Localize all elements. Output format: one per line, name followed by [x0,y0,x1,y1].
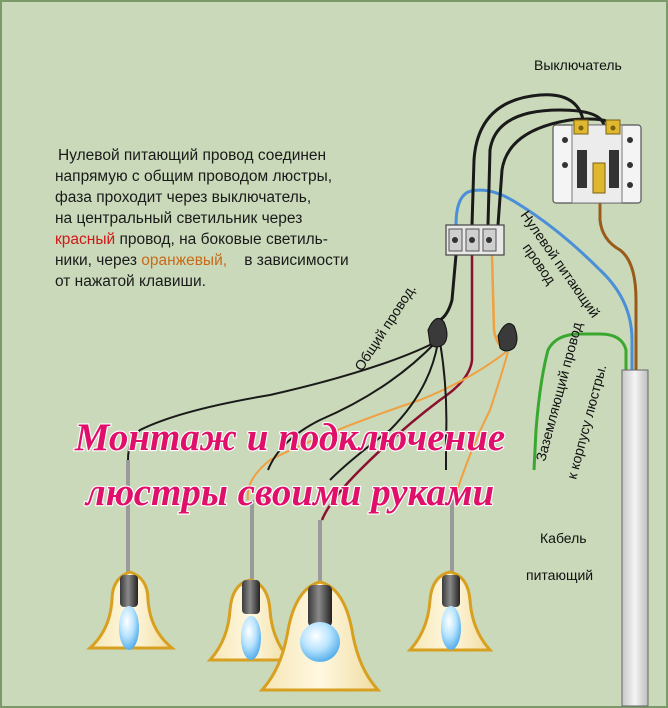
neutral-label: Нулевой питающий провод [518,208,604,321]
description-line-5-rest: провод, на боковые светиль- [115,231,328,248]
description-line-4: на центральный светильник через [55,210,302,227]
green-ground-wire [532,332,628,471]
description-line-1: Нулевой питающий провод соединен [58,147,326,164]
blue-neutral-wire [454,188,634,372]
common-wire-1 [127,341,437,461]
description-line-3: фаза проходит через выключатель, [55,189,311,206]
description-line-7: от нажатой клавиши. [55,273,206,290]
title-line-1: Монтаж и подключение [74,416,505,459]
black-wire-switch-1 [470,93,586,226]
cable-label-line-2: питающий [526,567,593,583]
joint-to-common-wire [439,254,458,322]
description-line-5: красный провод, на боковые светиль- [55,231,328,248]
description-block: Нулевой питающий провод соединен напряму… [55,147,349,290]
common-wire-label: Общий провод. [351,281,419,374]
orange-wire-left [246,351,507,501]
orange-wire-connector [497,323,518,352]
cable-label: Кабель питающий [526,530,593,583]
common-wire-connector [427,317,448,348]
black-wire-switch-2 [486,108,606,226]
cable-label-line-1: Кабель [540,530,587,546]
orange-word: оранжевый, [141,252,227,269]
ground-label-line-2: к корпусу люстры. [563,363,609,481]
description-line-2: напрямую с общим проводом люстры, [55,168,332,185]
description-line-6-rest: в зависимости [227,252,349,269]
switch-label: Выключатель [534,57,622,73]
lamp-1 [86,460,177,650]
description-line-6: ники, через оранжевый, в зависимости [55,252,349,269]
orange-wire-right [453,351,509,501]
description-line-6-start: ники, через [55,252,141,269]
terminal-block [445,224,505,256]
red-word: красный [55,231,115,248]
supply-cable [621,369,649,707]
ground-label: Заземляющий провод к корпусу люстры. [532,320,609,480]
brown-wire [598,200,638,372]
common-wire-4 [439,341,448,470]
lamp-2 [206,500,294,662]
common-wire-2 [267,341,437,471]
common-wire-3 [329,341,439,481]
lamp-3-central [258,520,382,692]
switch-device [552,119,642,204]
lamp-4 [406,500,494,652]
title-block: Монтаж и подключение люстры своими рукам… [73,415,507,515]
title-line-2: люстры своими руками [84,471,495,514]
